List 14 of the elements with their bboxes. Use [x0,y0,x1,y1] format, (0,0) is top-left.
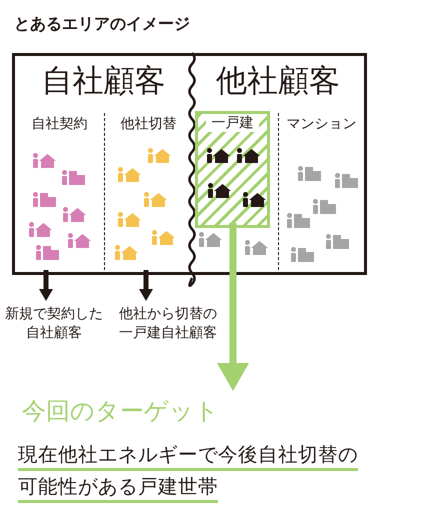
note-text: 新規で契約した自社顧客 [4,305,104,343]
note-text: 他社から切替の一戸建自社顧客 [118,305,218,343]
column-heading: マンション [286,115,358,133]
column-heading: 一戸建 [206,114,259,132]
hatched-highlight-box [195,111,270,228]
group-heading: 自社顧客 [40,62,166,101]
column-heading: 他社切替 [119,115,178,133]
column-heading: 自社契約 [30,115,88,133]
arrow [139,270,153,301]
group-heading: 他社顧客 [215,62,341,101]
arrow [39,270,53,301]
target-description: 現在他社エネルギーで今後自社切替の可能性がある戸建世帯 [18,442,359,500]
diagram-title: とあるエリアのイメージ [14,14,190,35]
target-heading: 今回のターゲット [22,396,219,427]
